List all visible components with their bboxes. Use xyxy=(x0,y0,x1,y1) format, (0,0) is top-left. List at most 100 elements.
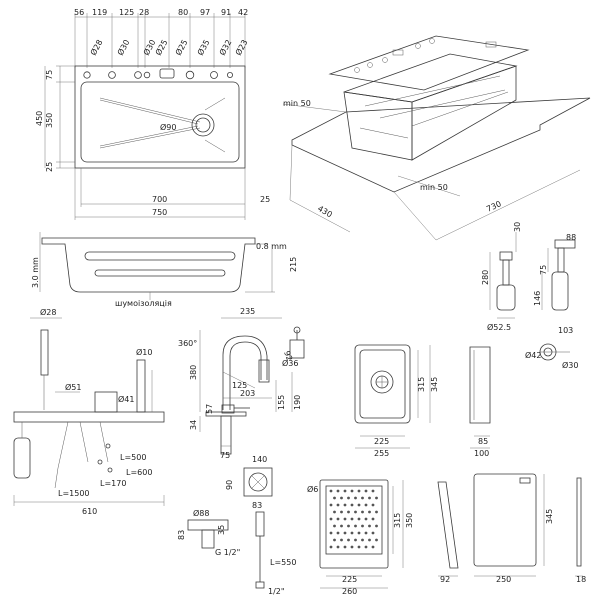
colander-side xyxy=(469,346,491,424)
top-dim-56: 56 xyxy=(74,8,84,17)
tray-hole xyxy=(343,531,347,535)
top-dim-42: 42 xyxy=(238,8,248,17)
tray-hole xyxy=(340,524,343,528)
bottom-dim-25: 25 xyxy=(260,195,270,204)
tray-d6: Ø6 xyxy=(307,484,318,494)
pullout-d10: Ø10 xyxy=(136,347,152,357)
faucet-190: 190 xyxy=(293,395,302,410)
sink-rim xyxy=(328,35,530,91)
tray-hole xyxy=(350,489,354,493)
sink-bowl xyxy=(80,81,240,163)
valve-90: 90 xyxy=(225,480,234,490)
countertop xyxy=(291,97,591,193)
sink-isometric-view: min 50 min 50 430 730 xyxy=(282,35,591,241)
tray-315: 315 xyxy=(393,513,402,528)
top-dim-125: 125 xyxy=(119,8,134,17)
iso-min-50-top: min 50 xyxy=(283,99,311,108)
faucet-155: 155 xyxy=(277,395,286,410)
colander-315: 315 xyxy=(417,377,426,392)
dispenser-height-280: 280 xyxy=(481,270,490,285)
hole-label-5: Ø25 xyxy=(173,38,190,57)
dispenser-d30: Ø30 xyxy=(562,360,578,370)
tap-holes xyxy=(83,68,233,80)
tray-hole xyxy=(361,524,364,528)
tray-hole xyxy=(333,524,336,528)
tray-hole xyxy=(333,538,336,542)
colander-drain xyxy=(370,370,394,394)
tray-hole xyxy=(336,531,340,535)
faucet-34: 34 xyxy=(189,420,198,430)
sink-top-view: 56 119 125 28 80 97 91 42 Ø28 Ø30 Ø30 Ø2… xyxy=(35,8,270,220)
board-345: 345 xyxy=(545,509,554,524)
tray-hole xyxy=(333,510,336,514)
faucet-235: 235 xyxy=(240,307,255,316)
pullout-l500: L=500 xyxy=(120,453,146,462)
connector-view: Ø88 83 35 G 1/2" L=550 1/2" xyxy=(177,508,296,596)
pullout-rod xyxy=(136,359,146,413)
tray-hole xyxy=(333,496,336,500)
tray-hole xyxy=(364,545,368,549)
board-250: 250 xyxy=(496,575,511,584)
dispenser-h-146: 146 xyxy=(533,291,542,306)
pullout-l170: L=170 xyxy=(100,479,126,488)
tray-hole xyxy=(343,545,347,549)
tray-hole xyxy=(357,517,361,521)
tray-outer xyxy=(319,479,389,569)
faucet-57: 57 xyxy=(205,404,214,414)
tray-260: 260 xyxy=(342,587,357,596)
hole-label-6: Ø35 xyxy=(195,38,212,57)
side-dim-350: 350 xyxy=(45,113,54,128)
pullout-bottle xyxy=(13,437,31,479)
colander-255: 255 xyxy=(374,449,389,458)
tray-hole xyxy=(354,496,357,500)
tray-hole xyxy=(368,496,371,500)
board-side xyxy=(437,481,459,569)
side-dim-450: 450 xyxy=(35,111,44,126)
tray-hole xyxy=(371,531,375,535)
tray-hole xyxy=(371,517,375,521)
dispenser-d42: Ø42 xyxy=(525,350,541,360)
hole-label-7: Ø32 xyxy=(217,38,234,57)
top-dim-ticks xyxy=(74,13,246,68)
dispenser-head-2 xyxy=(554,239,576,249)
hole-label-4: Ø25 xyxy=(153,38,170,57)
tray-hole xyxy=(336,545,340,549)
tray-hole xyxy=(343,503,347,507)
bottom-dim-750: 750 xyxy=(152,208,167,217)
board-edge xyxy=(576,477,582,567)
connector-d88: Ø88 xyxy=(193,508,209,518)
tray-hole xyxy=(347,524,350,528)
tray-hole xyxy=(364,489,368,493)
valve-83: 83 xyxy=(252,501,262,510)
connector-g: G 1/2" xyxy=(215,548,240,557)
tray-hole xyxy=(357,489,361,493)
tray-350: 350 xyxy=(405,513,414,528)
pullout-d41: Ø41 xyxy=(118,394,134,404)
pullout-d28: Ø28 xyxy=(40,307,56,317)
faucet-spout xyxy=(222,335,268,410)
tray-hole xyxy=(347,496,350,500)
tray-hole xyxy=(329,531,333,535)
tray-hole xyxy=(361,510,364,514)
tray-hole xyxy=(343,517,347,521)
connector-half: 1/2" xyxy=(268,587,285,596)
tray-hole xyxy=(361,496,364,500)
tray-hole xyxy=(340,538,343,542)
pullout-d51: Ø51 xyxy=(65,382,81,392)
section-thickness: 0.8 mm xyxy=(256,242,287,251)
drain-outer xyxy=(191,113,215,137)
tray-hole xyxy=(329,489,333,493)
tray-hole xyxy=(343,489,347,493)
side-dim-25: 25 xyxy=(45,162,54,172)
tray-hole xyxy=(350,517,354,521)
section-height-215: 215 xyxy=(289,257,298,272)
connector-83: 83 xyxy=(177,530,186,540)
colander-225: 225 xyxy=(374,437,389,446)
dispenser-top-88: 88 xyxy=(566,233,576,242)
iso-holes xyxy=(354,38,497,73)
tray-hole xyxy=(336,503,340,507)
tray-hole xyxy=(354,524,357,528)
pullout-width-610: 610 xyxy=(82,507,97,516)
sink-right-wall xyxy=(411,65,517,161)
